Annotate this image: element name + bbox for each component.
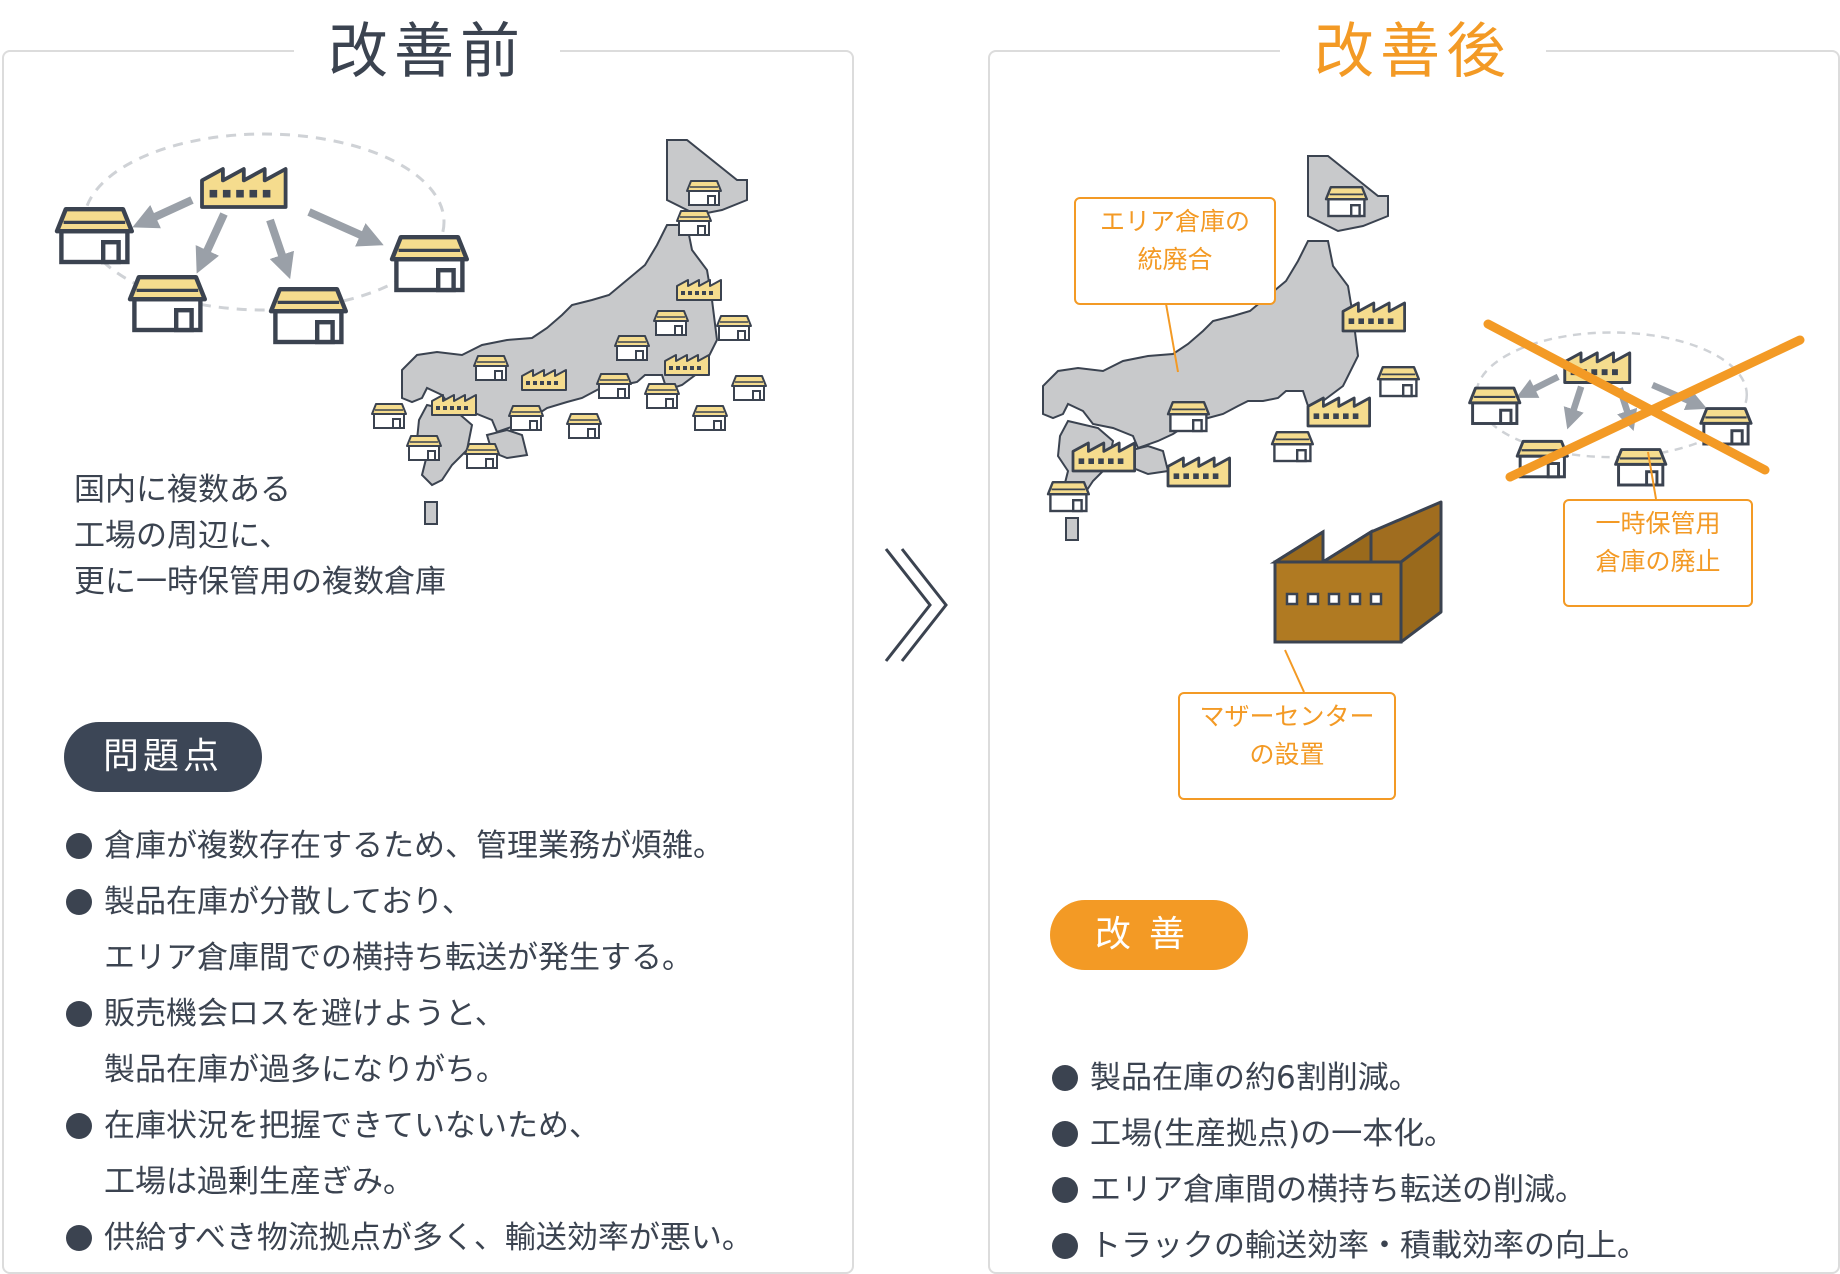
warehouse-icon xyxy=(731,375,767,401)
warehouse-icon xyxy=(464,443,500,469)
after-illustration xyxy=(1042,155,1805,693)
warehouse-icon xyxy=(566,413,602,439)
bullet-icon xyxy=(66,1001,92,1027)
after-panel: 改善後 xyxy=(988,14,1840,1274)
list-item: 工場(生産拠点)の一本化。 xyxy=(1052,1106,1648,1162)
factory-icon xyxy=(664,354,710,376)
list-item: 倉庫が複数存在するため、管理業務が煩雑。 xyxy=(66,818,753,874)
warehouse-icon xyxy=(1270,431,1315,463)
list-item: 在庫状況を把握できていないため、工場は過剰生産ぎみ。 xyxy=(66,1098,753,1210)
warehouse-icon xyxy=(676,210,712,236)
warehouse-icon xyxy=(508,405,544,431)
warehouse-icon xyxy=(1468,386,1522,425)
warehouse-icon xyxy=(644,383,680,409)
warehouse-icon xyxy=(716,315,752,341)
bullet-icon xyxy=(1052,1177,1078,1203)
bullet-icon xyxy=(1052,1121,1078,1147)
warehouse-icon xyxy=(686,180,722,206)
warehouse-icon xyxy=(1614,448,1668,487)
bullet-icon xyxy=(1052,1233,1078,1259)
after-title: 改善後 xyxy=(1280,14,1546,90)
factory-icon xyxy=(1306,396,1371,428)
cross-mark xyxy=(1483,319,1805,482)
list-item: 供給すべき物流拠点が多く、輸送効率が悪い。 xyxy=(66,1210,753,1266)
callout-area-warehouse-consolidation: エリア倉庫の 統廃合 xyxy=(1074,197,1276,305)
description-line: 更に一時保管用の複数倉庫 xyxy=(74,564,446,600)
warehouse-icon xyxy=(271,289,346,342)
warehouse-icon xyxy=(473,355,509,381)
improvements-list: 製品在庫の約6割削減。 工場(生産拠点)の一本化。 エリア倉庫間の横持ち転送の削… xyxy=(1052,1050,1648,1274)
warehouse-icon xyxy=(1376,366,1421,398)
factory-icon xyxy=(200,167,288,209)
factory-icon xyxy=(676,279,722,301)
list-item: 販売機会ロスを避けようと、製品在庫が過多になりがち。 xyxy=(66,986,753,1098)
warehouse-icon xyxy=(130,277,205,330)
warehouse-icon xyxy=(653,310,689,336)
bullet-icon xyxy=(66,889,92,915)
warehouse-icon xyxy=(1166,401,1211,433)
warehouse-icon xyxy=(1046,481,1091,513)
warehouse-icon xyxy=(596,373,632,399)
callout-mother-center: マザーセンター の設置 xyxy=(1178,692,1396,800)
factory-icon xyxy=(1166,456,1231,488)
before-panel: 改善前 xyxy=(2,14,854,1274)
factory-icon xyxy=(1071,441,1136,473)
description-line: 工場の周辺に、 xyxy=(74,518,291,554)
warehouse-icon xyxy=(392,237,467,290)
callout-abolish-temporary-warehouse: 一時保管用 倉庫の廃止 xyxy=(1563,499,1753,607)
mother-center-factory-icon xyxy=(1269,500,1443,644)
bullet-icon xyxy=(66,1113,92,1139)
factory-icon xyxy=(1341,301,1406,333)
factory-icon xyxy=(431,394,477,416)
before-title: 改善前 xyxy=(294,14,560,90)
before-description: 国内に複数ある 工場の周辺に、 更に一時保管用の複数倉庫 xyxy=(74,467,446,605)
factory-icon xyxy=(521,369,567,391)
list-item: エリア倉庫間の横持ち転送の削減。 xyxy=(1052,1162,1648,1218)
bullet-icon xyxy=(66,833,92,859)
problems-list: 倉庫が複数存在するため、管理業務が煩雑。 製品在庫が分散しており、エリア倉庫間で… xyxy=(66,818,753,1266)
warehouse-icon xyxy=(57,209,132,262)
double-chevron-icon xyxy=(884,548,948,662)
warehouse-cluster xyxy=(57,132,467,342)
before-illustration xyxy=(4,132,767,525)
warehouse-icon xyxy=(692,405,728,431)
bullet-icon xyxy=(66,1225,92,1251)
list-item: 製品在庫が分散しており、エリア倉庫間での横持ち転送が発生する。 xyxy=(66,874,753,986)
bullet-icon xyxy=(1052,1065,1078,1091)
warehouse-icon xyxy=(371,403,407,429)
improvements-label: 改善 xyxy=(1050,900,1248,970)
warehouse-icon xyxy=(1324,185,1369,218)
abolished-warehouse-cluster xyxy=(1468,331,1753,487)
list-item: 製品在庫の約6割削減。 xyxy=(1052,1050,1648,1106)
warehouse-icon xyxy=(614,335,650,361)
warehouse-icon xyxy=(406,435,442,461)
description-line: 国内に複数ある xyxy=(74,472,291,508)
list-item: トラックの輸送効率・積載効率の向上。 xyxy=(1052,1218,1648,1274)
problems-label: 問題点 xyxy=(64,722,262,792)
